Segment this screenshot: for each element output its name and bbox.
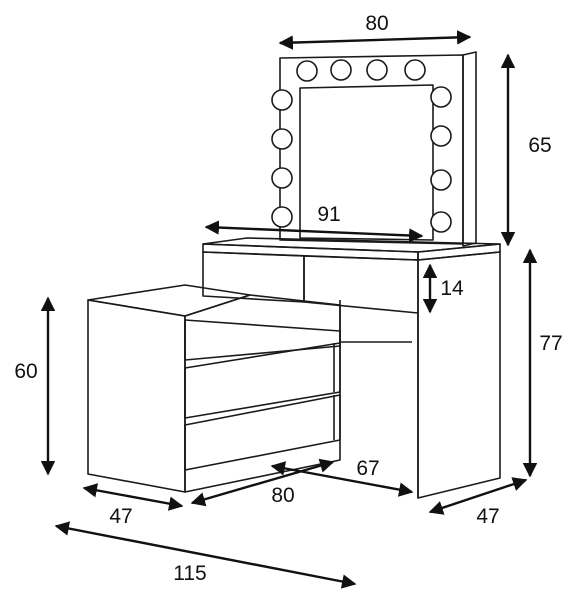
mirror-glass [299,84,434,241]
dim-arrow-table-span [270,461,414,497]
dim-arrow-mirror-width [278,30,472,50]
label-top-depth: 91 [317,203,340,226]
label-table-depth: 47 [476,505,499,528]
dressing-table [202,237,501,499]
cabinet-drawer-3 [184,394,341,471]
cabinet-drawer-2 [184,342,341,419]
label-cabinet-height: 60 [14,360,37,383]
dim-arrow-top-depth [204,220,424,243]
table-drawer-left [202,251,305,303]
bulb-icon [330,59,352,81]
bulb-icon [430,169,452,191]
bulb-icon [271,89,293,111]
bulb-icon [404,59,426,81]
bulb-icon [271,167,293,189]
mirror [271,51,477,247]
bulb-icon [430,211,452,233]
table-top-edge [202,243,419,261]
dimension-labels: 80 65 91 14 77 60 47 80 67 47 115 [14,12,562,585]
cabinet-drawer-1 [184,319,341,361]
label-cabinet-width: 80 [271,484,294,507]
dim-arrow-table-depth [428,477,528,515]
dim-arrow-total-width [54,521,357,589]
bulb-icon [430,125,452,147]
bulb-icon [271,206,293,228]
label-drawer-height: 14 [440,277,464,300]
cabinet-top [87,284,251,317]
table-top-side-edge [417,243,501,261]
dimension-lines [40,30,538,589]
label-cabinet-depth: 47 [109,505,132,528]
cabinet-front [184,294,341,493]
drawer-cabinet [87,284,341,493]
label-table-height: 77 [539,332,562,355]
label-mirror-height: 65 [528,134,551,157]
bulb-icon [296,60,318,82]
label-mirror-width: 80 [365,12,388,35]
mirror-side [462,51,477,247]
dim-arrow-cabinet-depth [82,483,184,511]
table-drawer-right [303,255,419,314]
label-table-span: 67 [356,457,379,480]
bulb-icon [430,86,452,108]
cabinet-side [87,299,186,493]
label-total-width: 115 [173,562,206,585]
bulb-icon [366,59,388,81]
bulb-icon [271,128,293,150]
dim-arrow-cabinet-width [190,458,335,507]
